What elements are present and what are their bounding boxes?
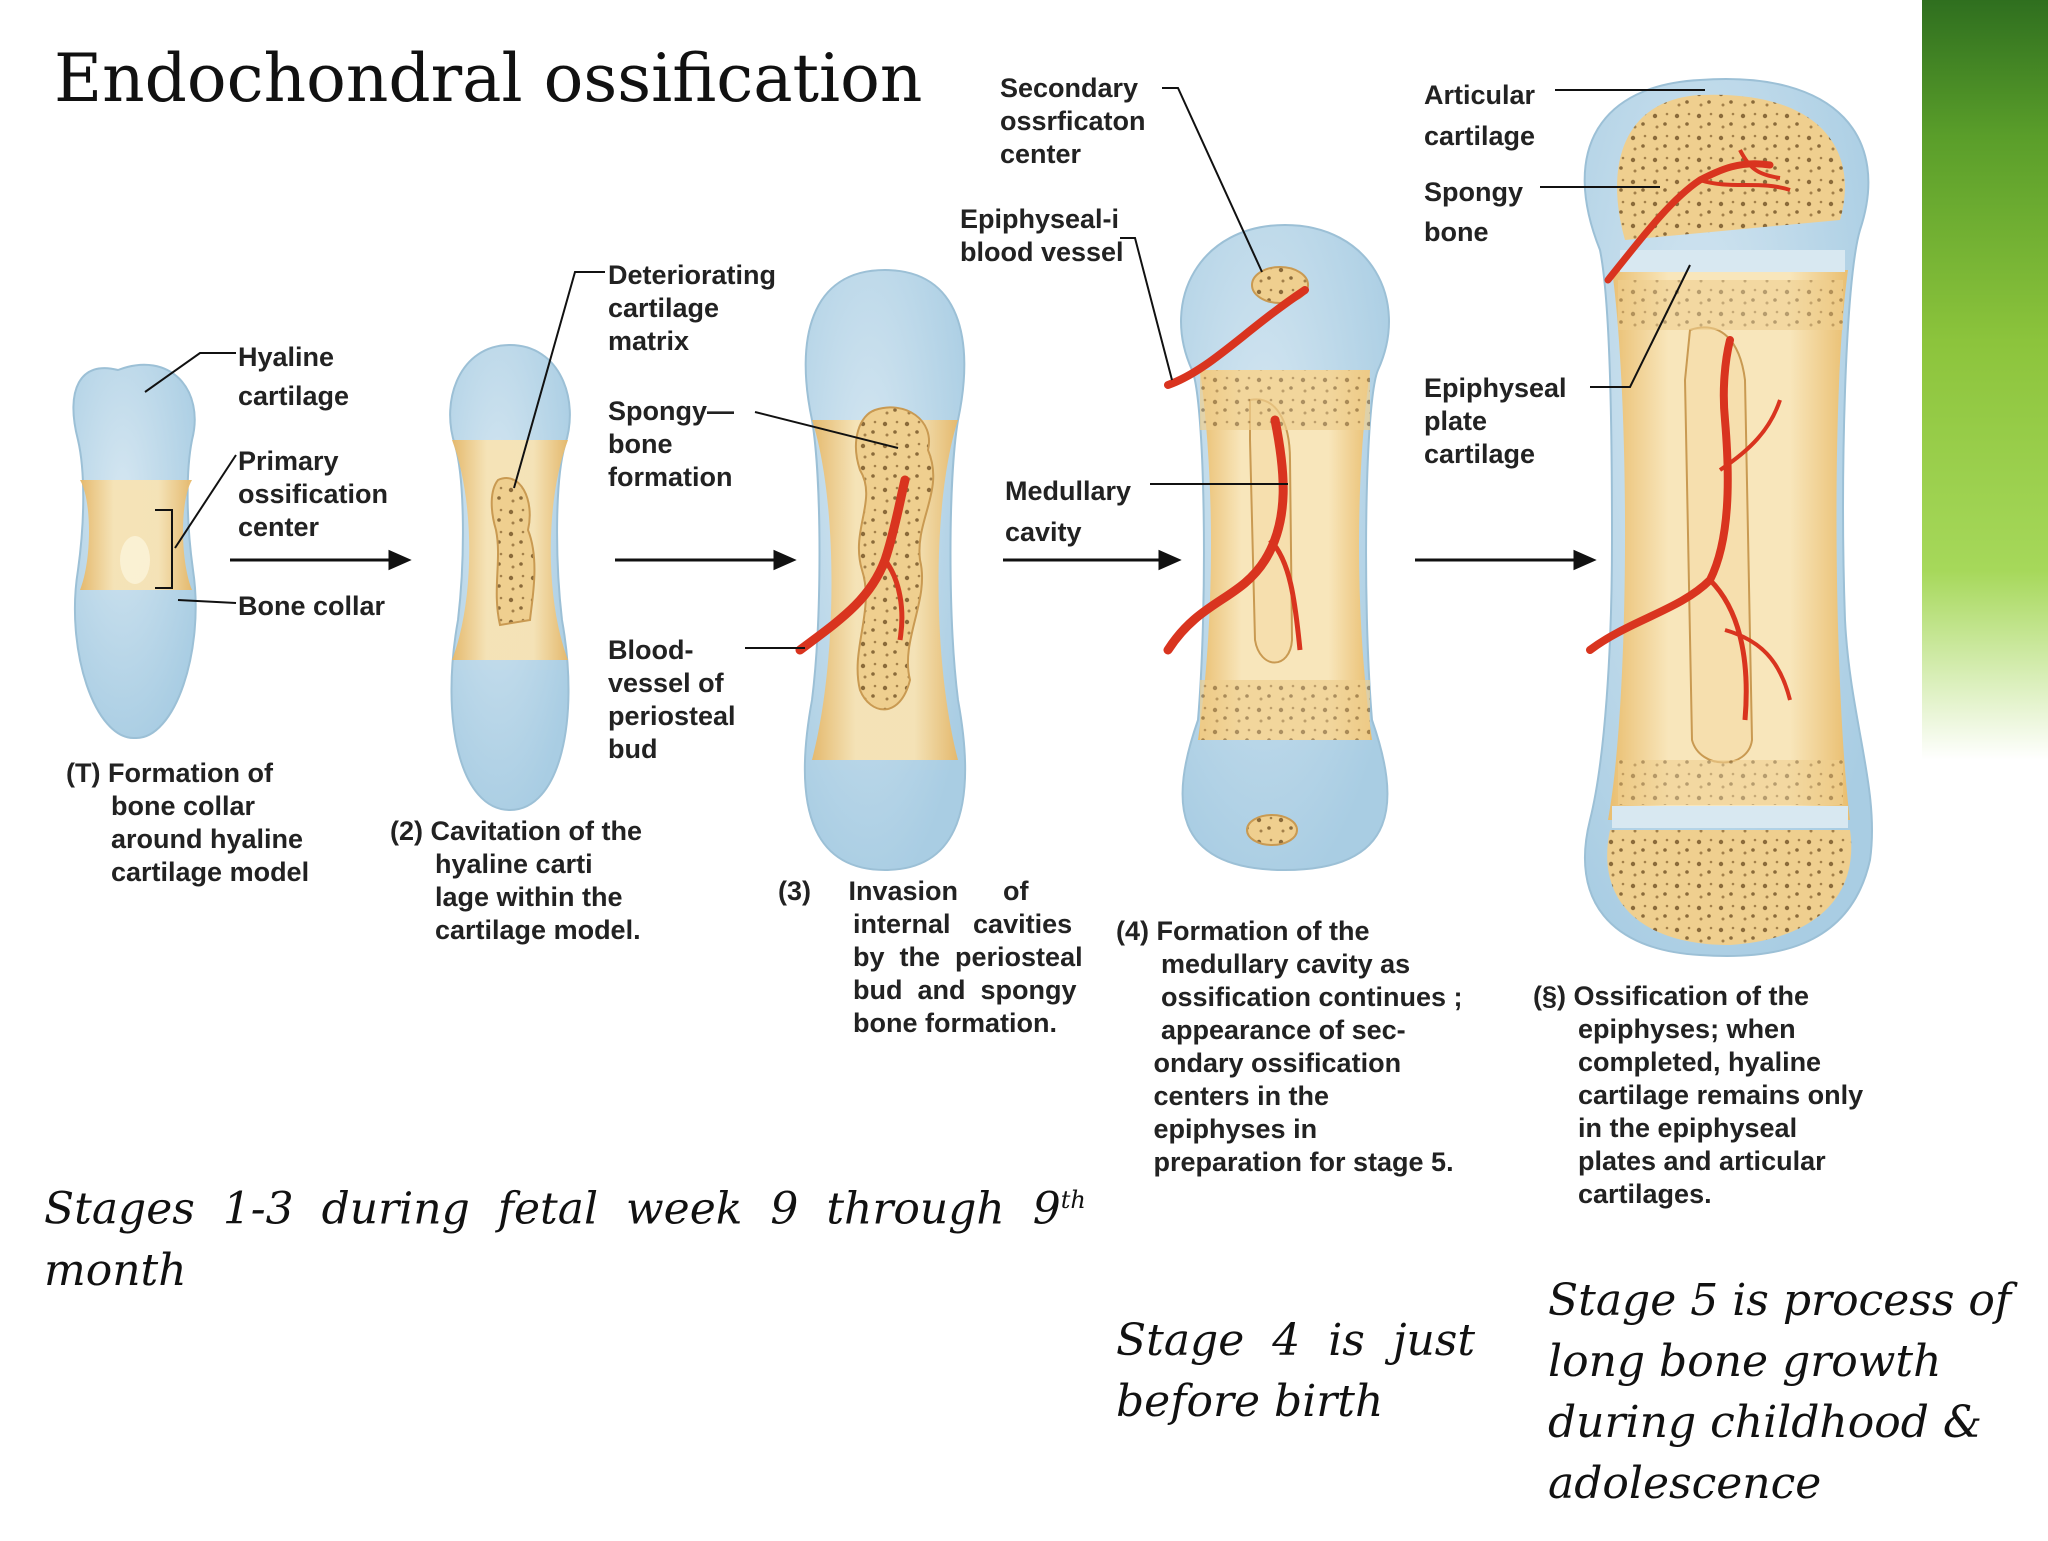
label-epiphyseal-blood-vessel: Epiphyseal-i blood vessel [960,204,1124,267]
arrow-stage2-to-3 [615,549,797,571]
leader-secondary-ossification [1162,87,1263,273]
label-primary-ossification-center: Primary ossification center [238,446,389,542]
note-stages-1-3-month: month [44,1244,187,1296]
stage2-bone [449,343,571,812]
stage4-bone [1163,223,1390,872]
caption-stage4: (4) Formation of the medullary cavity as… [1116,916,1463,1177]
stage1-bone [72,363,197,740]
label-blood-vessel-periosteal-bud: Blood- vessel of periosteal bud [608,635,736,764]
caption-stage1: (T) Formation of bone collar around hyal… [66,758,310,887]
arrow-stage4-to-5 [1415,549,1597,571]
label-hyaline-cartilage: Hyaline cartilage [238,342,350,411]
leader-spongy-bone-formation [754,411,899,449]
caption-stage5: (§) Ossification of the epiphyses; when … [1533,981,1864,1209]
stage3-bone [795,268,967,872]
label-bone-collar: Bone collar [238,591,386,621]
leader-bone-collar [177,599,237,604]
arrow-stage3-to-4 [1003,549,1182,571]
leader-primary-ossification [174,454,237,549]
page-title: Endochondral ossification [54,40,923,117]
leader-epiphyseal-vessel [1120,237,1173,381]
label-epiphyseal-plate-cartilage: Epiphyseal plate cartilage [1424,373,1567,469]
leader-hyaline-cartilage [144,352,236,393]
note-stages-1-3-superscript: th [1060,1186,1086,1214]
leader-epiphyseal-plate [1590,264,1691,388]
note-stage-5: Stage 5 is process of long bone growth d… [1548,1275,2012,1509]
leader-deteriorating-matrix [513,271,605,489]
label-secondary-ossification-center: Secondary ossrficaton center [1000,73,1146,169]
stage5-bone [1583,78,1874,958]
leader-bracket [155,509,173,589]
label-deteriorating-cartilage-matrix: Deteriorating cartilage matrix [608,260,777,356]
note-stages-1-3: Stages 1-3 during fetal week 9 through 9… [44,1170,1086,1301]
caption-stage2: (2) Cavitation of the hyaline carti lage… [390,816,643,945]
green-accent-bar [1922,0,2048,760]
note-stage-4: Stage 4 is just before birth [1116,1315,1476,1427]
note-stages-1-3-main: Stages 1-3 during fetal week 9 through 9 [44,1183,1061,1235]
arrow-stage1-to-2 [230,549,412,571]
label-medullary-cavity: Medullary cavity [1005,476,1132,547]
label-spongy-bone: Spongy bone [1424,177,1523,247]
caption-stage3: (3) Invasion of internal cavities by the… [778,876,1083,1038]
label-spongy-bone-formation: Spongy— bone formation [608,396,734,492]
label-articular-cartilage: Articular cartilage [1424,80,1536,151]
